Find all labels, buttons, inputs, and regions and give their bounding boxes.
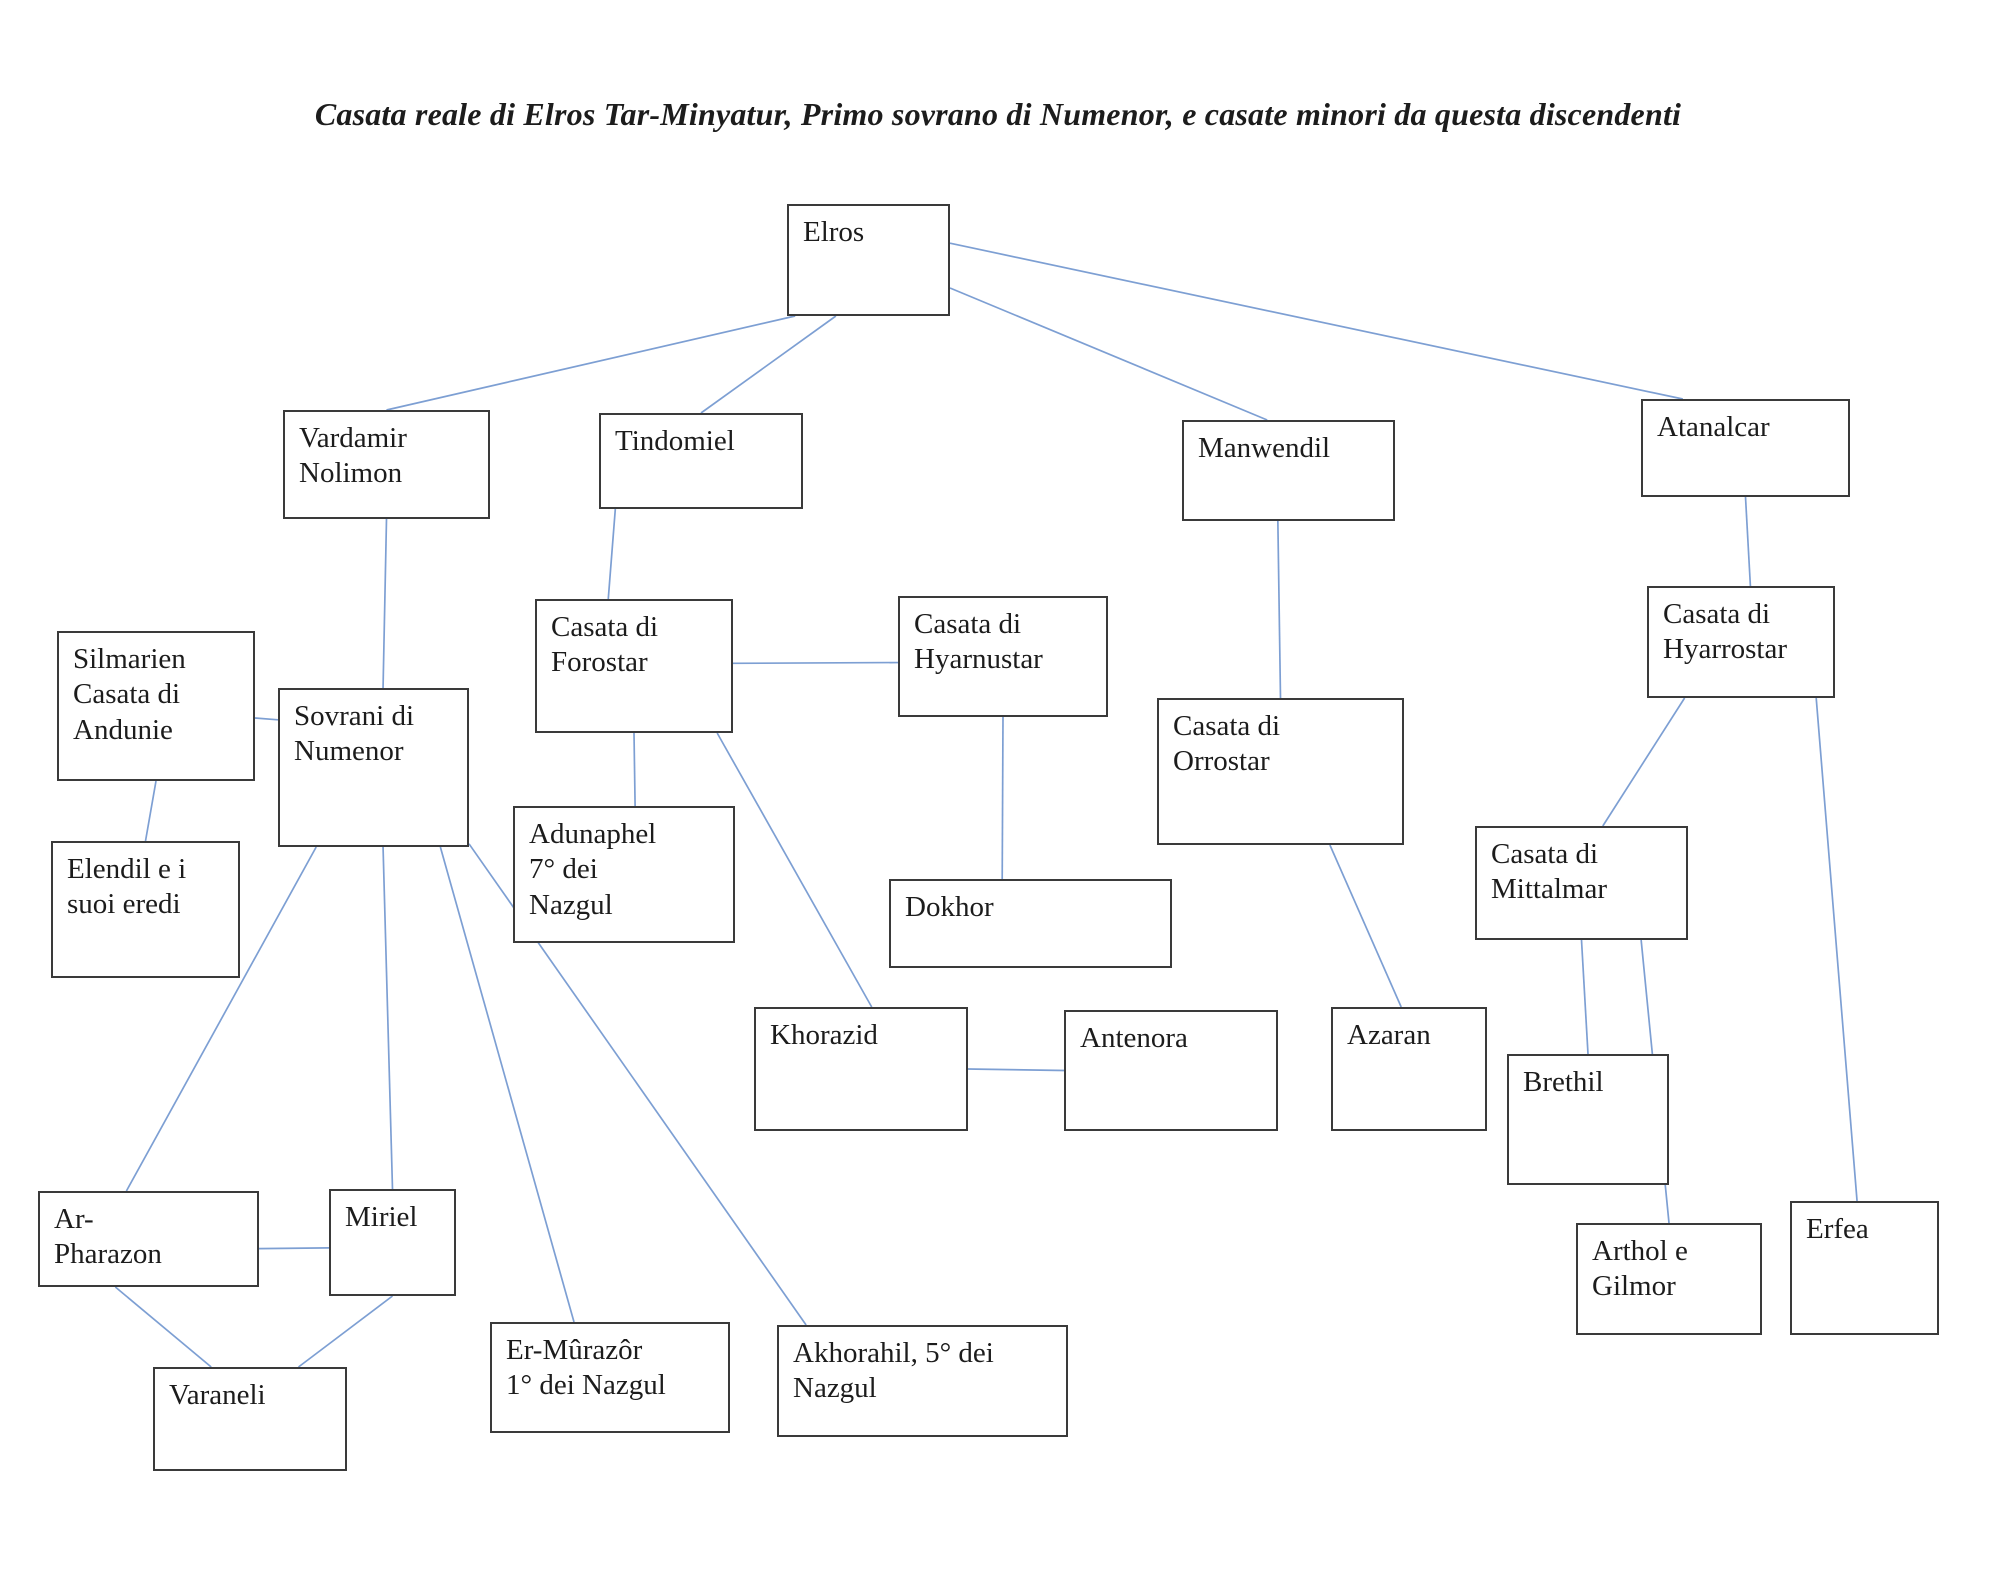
node-label: Arthol e Gilmor: [1592, 1235, 1688, 1303]
node-label: Sovrani di Numenor: [294, 700, 415, 768]
node-sovrani-di-numenor: Sovrani di Numenor: [278, 688, 469, 847]
node-label: Erfea: [1806, 1213, 1869, 1245]
node-atanalcar: Atanalcar: [1641, 399, 1850, 497]
node-label: Casata di Orrostar: [1173, 710, 1281, 778]
node-dokhor: Dokhor: [889, 879, 1172, 968]
node-erfea: Erfea: [1790, 1201, 1939, 1335]
node-casata-di-hyarnustar: Casata di Hyarnustar: [898, 596, 1108, 717]
node-label: Miriel: [345, 1201, 418, 1233]
node-miriel: Miriel: [329, 1189, 456, 1296]
node-label: Vardamir Nolimon: [299, 422, 407, 490]
node-casata-di-mittalmar: Casata di Mittalmar: [1475, 826, 1688, 940]
node-label: Varaneli: [169, 1379, 266, 1411]
node-label: Casata di Forostar: [551, 611, 659, 679]
node-elros: Elros: [787, 204, 950, 316]
node-adunaphel: Adunaphel 7° dei Nazgul: [513, 806, 735, 943]
node-label: Silmarien Casata di Andunie: [73, 643, 186, 746]
node-manwendil: Manwendil: [1182, 420, 1395, 521]
node-khorazid: Khorazid: [754, 1007, 968, 1131]
node-tindomiel: Tindomiel: [599, 413, 803, 509]
node-label: Elros: [803, 216, 865, 248]
node-label: Antenora: [1080, 1022, 1188, 1054]
diagram-title: Casata reale di Elros Tar-Minyatur, Prim…: [314, 96, 1682, 132]
node-label: Casata di Mittalmar: [1491, 838, 1607, 906]
node-label: Tindomiel: [615, 425, 735, 457]
node-label: Khorazid: [770, 1019, 878, 1051]
node-label: Er-Mûrazôr 1° dei Nazgul: [506, 1334, 666, 1402]
node-label: Manwendil: [1198, 432, 1331, 464]
node-silmarien-casata-di-andunie: Silmarien Casata di Andunie: [57, 631, 255, 781]
node-vardamir-nolimon: Vardamir Nolimon: [283, 410, 490, 519]
node-casata-di-forostar: Casata di Forostar: [535, 599, 733, 733]
node-arthol-e-gilmor: Arthol e Gilmor: [1576, 1223, 1762, 1335]
node-label: Ar- Pharazon: [54, 1203, 162, 1271]
node-ar-pharazon: Ar- Pharazon: [38, 1191, 259, 1287]
node-antenora: Antenora: [1064, 1010, 1278, 1131]
node-label: Akhorahil, 5° dei Nazgul: [793, 1337, 994, 1405]
node-casata-di-orrostar: Casata di Orrostar: [1157, 698, 1404, 845]
node-varaneli: Varaneli: [153, 1367, 347, 1471]
node-label: Atanalcar: [1657, 411, 1770, 443]
node-azaran: Azaran: [1331, 1007, 1487, 1131]
node-er-murazor: Er-Mûrazôr 1° dei Nazgul: [490, 1322, 730, 1433]
node-label: Casata di Hyarrostar: [1663, 598, 1788, 666]
node-elendil-e-i-suoi-eredi: Elendil e i suoi eredi: [51, 841, 240, 978]
node-label: Elendil e i suoi eredi: [67, 853, 187, 921]
node-label: Azaran: [1347, 1019, 1431, 1051]
node-brethil: Brethil: [1507, 1054, 1669, 1185]
node-casata-di-hyarrostar: Casata di Hyarrostar: [1647, 586, 1835, 698]
node-akhorahil: Akhorahil, 5° dei Nazgul: [777, 1325, 1068, 1437]
node-label: Casata di Hyarnustar: [914, 608, 1043, 676]
node-label: Adunaphel 7° dei Nazgul: [529, 818, 657, 921]
node-label: Brethil: [1523, 1066, 1604, 1098]
node-label: Dokhor: [905, 891, 994, 923]
